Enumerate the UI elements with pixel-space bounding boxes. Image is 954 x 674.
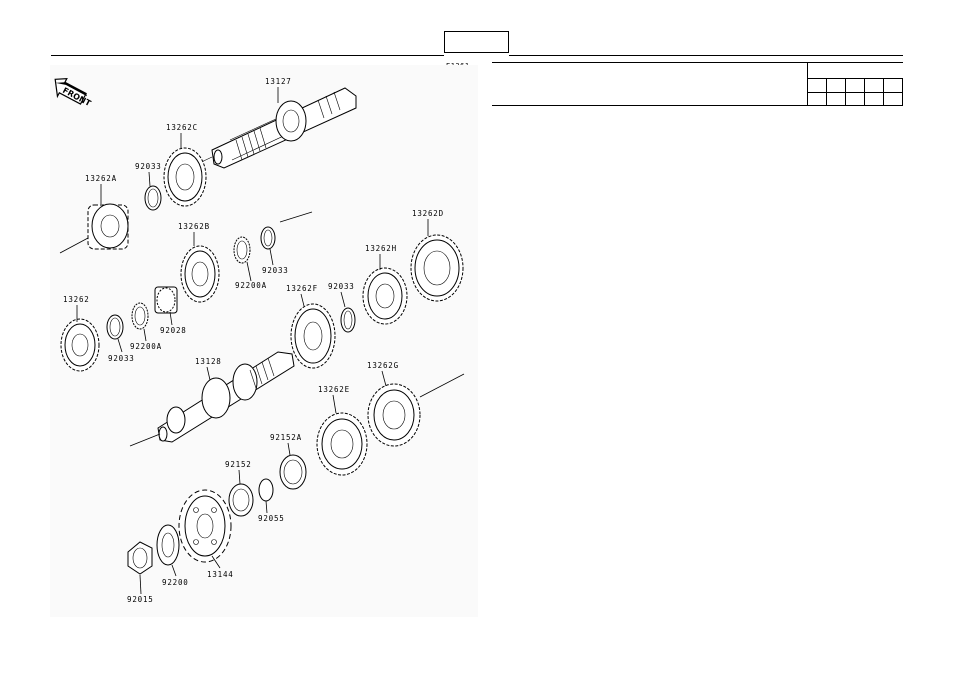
part-label-13128: 13128	[195, 357, 222, 366]
thrust-washer-92200a-upper	[234, 237, 250, 263]
part-label-13262f: 13262F	[286, 284, 318, 293]
part-label-92033: 92033	[328, 282, 355, 291]
circlip-92033-lower	[107, 315, 123, 339]
gear-13262h	[363, 268, 407, 324]
part-label-92028: 92028	[160, 326, 187, 335]
gear-13262b	[181, 246, 219, 302]
lock-washer-92200	[157, 525, 179, 565]
gear-13262g	[368, 384, 420, 446]
part-label-13262c: 13262C	[166, 123, 198, 132]
part-label-92200: 92200	[162, 578, 189, 587]
part-label-13127: 13127	[265, 77, 292, 86]
o-ring-92055	[259, 479, 273, 501]
part-label-92152: 92152	[225, 460, 252, 469]
part-label-13262g: 13262G	[367, 361, 399, 370]
part-label-92200a: 92200A	[235, 281, 267, 290]
part-label-92200a: 92200A	[130, 342, 162, 351]
part-label-13262b: 13262B	[178, 222, 210, 231]
circlip-92033-right	[341, 308, 355, 332]
part-label-13262h: 13262H	[365, 244, 397, 253]
gear-13262c	[164, 148, 206, 206]
gear-13262a	[88, 204, 128, 249]
gear-13262d	[411, 235, 463, 301]
circlip-92033-mid	[261, 227, 275, 249]
part-label-92033: 92033	[108, 354, 135, 363]
part-label-13262e: 13262E	[318, 385, 350, 394]
gear-13262	[61, 319, 99, 371]
part-label-92033: 92033	[135, 162, 162, 171]
collar-92152	[229, 484, 253, 516]
part-label-92055: 92055	[258, 514, 285, 523]
collar-92152a	[280, 455, 306, 489]
part-label-13262: 13262	[63, 295, 90, 304]
part-label-13144: 13144	[207, 570, 234, 579]
needle-bearing-92028	[155, 287, 177, 313]
part-label-13262a: 13262A	[85, 174, 117, 183]
part-label-92015: 92015	[127, 595, 154, 604]
gear-13262f	[291, 304, 335, 368]
circlip-92033-upper	[145, 186, 161, 210]
sprocket-13144	[179, 490, 231, 562]
part-label-13262d: 13262D	[412, 209, 444, 218]
part-label-92152a: 92152A	[270, 433, 302, 442]
part-label-92033: 92033	[262, 266, 289, 275]
thrust-washer-92200a-lower	[132, 303, 148, 329]
gear-13262e	[317, 413, 367, 475]
